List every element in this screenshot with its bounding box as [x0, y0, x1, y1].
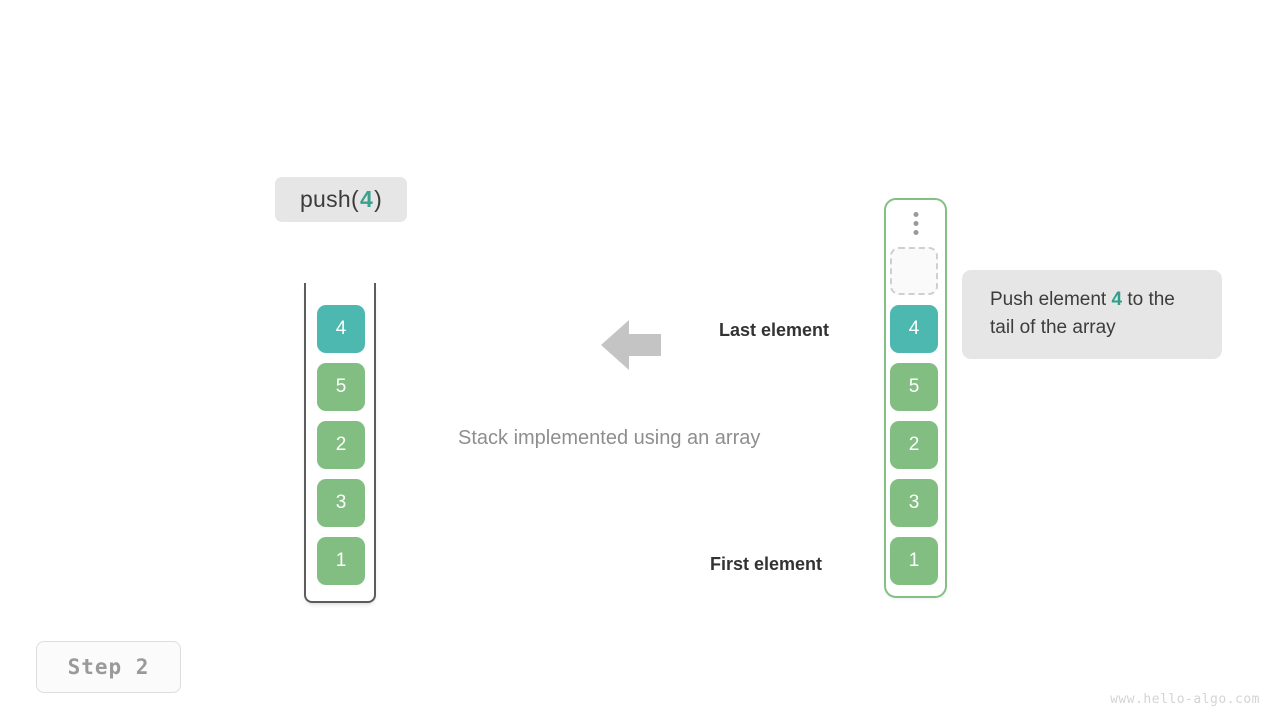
- first-element-label: First element: [710, 554, 823, 574]
- note-line1-suffix: to: [1122, 289, 1144, 310]
- array-cell-list: 4 5 2 3 1: [890, 247, 938, 585]
- array-cell-value: 1: [908, 550, 920, 571]
- array-cell: 3: [890, 479, 938, 527]
- array-cell-empty: [890, 247, 938, 295]
- note-line1-prefix: Push element: [990, 289, 1112, 310]
- diagram-caption: Stack implemented using an array: [458, 427, 761, 449]
- array-cell: 4: [890, 305, 938, 353]
- stack-cell: 1: [317, 537, 365, 585]
- stack-cell-value: 1: [335, 550, 347, 571]
- array-cell-value: 4: [908, 318, 920, 339]
- stack-cell-value: 2: [335, 434, 347, 455]
- note-line2: the tail of the array: [990, 289, 1175, 338]
- array-cell: 1: [890, 537, 938, 585]
- stack-cell: 4: [317, 305, 365, 353]
- array-cell-value: 2: [908, 434, 920, 455]
- operation-value: 4: [359, 186, 374, 212]
- operation-label: push(4): [275, 177, 407, 222]
- stack-cell: 2: [317, 421, 365, 469]
- stack-cell-value: 4: [335, 318, 347, 339]
- array-cell-value: 3: [908, 492, 920, 513]
- array-cell: 5: [890, 363, 938, 411]
- arrow-left-icon: [601, 318, 661, 372]
- vertical-ellipsis-icon: [913, 212, 918, 235]
- last-element-label: Last element: [719, 320, 830, 340]
- stack-cell-list: 4 5 2 3 1: [317, 305, 365, 585]
- operation-suffix: ): [374, 186, 383, 212]
- stack-container: 4 5 2 3 1: [304, 283, 376, 603]
- stack-cell: 3: [317, 479, 365, 527]
- array-cell: 2: [890, 421, 938, 469]
- stack-cell-value: 3: [335, 492, 347, 513]
- note-value: 4: [1111, 289, 1123, 310]
- array-cell-value: 5: [908, 376, 920, 397]
- stack-cell: 5: [317, 363, 365, 411]
- annotation-note: Push element 4 to the tail of the array: [962, 270, 1222, 360]
- watermark: www.hello-algo.com: [1110, 692, 1260, 707]
- operation-prefix: push(: [299, 186, 359, 212]
- stack-cell-value: 5: [335, 376, 347, 397]
- array-container: 4 5 2 3 1: [884, 198, 947, 598]
- step-badge: Step 2: [36, 641, 181, 693]
